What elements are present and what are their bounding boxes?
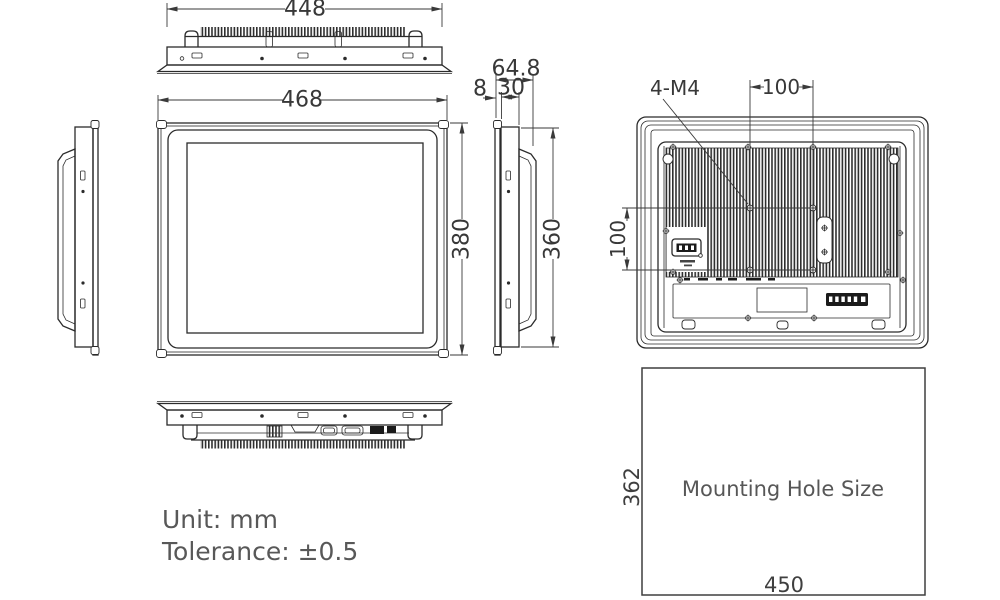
bezel-corner-cap (438, 120, 449, 129)
front-bezel-inner (167, 129, 438, 349)
side-body (500, 126, 520, 348)
bezel-corner-cap (156, 120, 167, 129)
dim-bezel-thickness: 8 (473, 77, 496, 102)
dim-label-360: 360 (541, 218, 566, 260)
rear-foot-tab (776, 320, 789, 330)
mounting-cutout-rect (641, 367, 926, 596)
dim-label-100-v: 100 (606, 220, 630, 258)
db15-connector (341, 425, 364, 436)
front-view: 468 380 (156, 88, 475, 358)
rear-cover-profile (518, 148, 537, 332)
rear-body (657, 141, 907, 333)
bezel-cap (90, 120, 100, 129)
mounting-hole-box: Mounting Hole Size 362 450 (620, 367, 926, 597)
dim-total-depth: 64.8 (492, 57, 541, 146)
dim-label-362: 362 (620, 467, 644, 507)
screw-icon (676, 276, 684, 284)
screw-icon (810, 314, 818, 322)
rear-view: 100 100 4-M4 (606, 75, 929, 349)
mounting-label: Mounting Hole Size (682, 477, 884, 501)
side-bezel (92, 121, 99, 356)
front-bezel-outer (157, 122, 448, 356)
bezel-corner-cap (156, 349, 167, 358)
dim-label-468: 468 (281, 88, 323, 113)
bezel-cap (90, 346, 100, 355)
dim-label-4-m4: 4-M4 (650, 76, 700, 100)
rear-foot-tab (871, 319, 886, 330)
io-port (370, 426, 384, 434)
dim-label-8: 8 (473, 77, 487, 102)
mount-hole (888, 153, 900, 165)
bezel-cap (493, 120, 502, 129)
bezel-corner-cap (438, 349, 449, 358)
dim-label-450: 450 (764, 573, 804, 597)
dim-label-64-8: 64.8 (492, 57, 541, 82)
io-ports-block (826, 293, 868, 306)
power-label-marks (680, 260, 695, 263)
bezel-cap (493, 346, 502, 355)
drawing-notes: Unit: mm Tolerance: ±0.5 (161, 505, 358, 566)
rear-foot-tab (681, 319, 696, 330)
bottom-view (155, 401, 454, 449)
note-tolerance: Tolerance: ±0.5 (161, 537, 358, 566)
rear-lower-panel (672, 283, 891, 319)
connector-plate (290, 424, 320, 433)
dim-label-448: 448 (284, 0, 326, 22)
side-body (74, 126, 94, 348)
bottom-slot (191, 412, 203, 418)
thread-callout: 4-M4 (650, 76, 749, 205)
product-label-plate (756, 287, 808, 313)
top-flange (155, 64, 454, 73)
dim-front-width: 468 (157, 88, 448, 120)
bottom-slot (297, 412, 309, 418)
db9-connector (320, 425, 338, 436)
rear-frame-outer (636, 116, 929, 349)
dim-label-30: 30 (497, 76, 525, 101)
top-slot (191, 52, 203, 59)
bottom-heatsink-fins (200, 440, 406, 449)
screw-icon (744, 314, 752, 322)
mount-hole (662, 153, 674, 165)
rear-recess (650, 129, 915, 337)
dim-vesa-horizontal: 100 (749, 75, 814, 99)
dim-label-100-h: 100 (762, 75, 800, 99)
dim-body-height: 360 (521, 127, 566, 348)
left-side-view (57, 120, 100, 356)
top-body (166, 46, 443, 66)
top-slot (402, 52, 414, 59)
top-view: 448 (155, 0, 454, 74)
top-heatsink-fins (200, 27, 406, 37)
side-bezel (494, 121, 501, 356)
dim-label-380: 380 (450, 218, 475, 260)
dim-vesa-vertical: 100 (606, 207, 630, 271)
vesa-bracket (816, 216, 833, 264)
rear-cover-profile (57, 148, 76, 332)
top-slot (297, 52, 309, 59)
right-side-view: 64.8 8 30 360 (473, 57, 566, 356)
dim-front-depth: 30 (497, 76, 525, 125)
dim-top-width: 448 (166, 0, 443, 27)
bottom-flange (155, 402, 454, 411)
power-connector (671, 238, 702, 257)
dim-front-height: 380 (450, 122, 475, 356)
bottom-foot-right (407, 425, 423, 440)
display-screen (186, 142, 424, 334)
io-port (387, 426, 396, 433)
note-unit: Unit: mm (162, 505, 278, 534)
vent-grille (266, 425, 283, 438)
top-lug-right (408, 30, 423, 47)
bottom-foot-left (182, 425, 198, 440)
bottom-slot (402, 412, 414, 418)
top-lug-left (184, 30, 199, 47)
